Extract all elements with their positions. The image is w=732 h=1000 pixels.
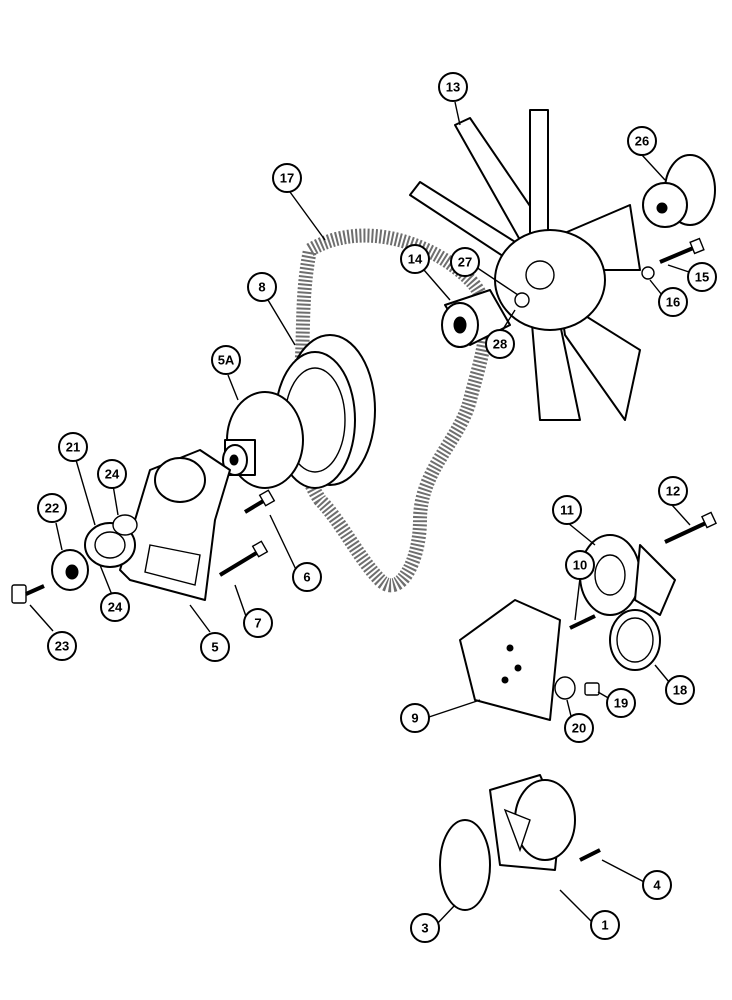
callout-7: 7 bbox=[243, 608, 273, 638]
svg-text:13: 13 bbox=[446, 80, 460, 95]
callout-20: 20 bbox=[564, 713, 594, 743]
svg-text:9: 9 bbox=[411, 711, 418, 726]
svg-text:28: 28 bbox=[493, 337, 507, 352]
svg-text:12: 12 bbox=[666, 484, 680, 499]
svg-text:24: 24 bbox=[108, 600, 123, 615]
callout-5a: 5A bbox=[211, 345, 241, 375]
callout-1: 1 bbox=[590, 910, 620, 940]
fan-belt bbox=[289, 228, 493, 593]
callout-19: 19 bbox=[606, 688, 636, 718]
callout-9: 9 bbox=[400, 703, 430, 733]
callout-24-lower: 24 bbox=[100, 592, 130, 622]
callout-8: 8 bbox=[247, 272, 277, 302]
svg-text:17: 17 bbox=[280, 171, 294, 186]
idler-pulley-parts bbox=[11, 514, 138, 604]
svg-text:21: 21 bbox=[66, 440, 80, 455]
svg-text:23: 23 bbox=[55, 639, 69, 654]
pulley-hub bbox=[222, 391, 304, 489]
callout-18: 18 bbox=[665, 675, 695, 705]
callout-5: 5 bbox=[200, 632, 230, 662]
svg-text:15: 15 bbox=[695, 270, 709, 285]
callout-17: 17 bbox=[272, 163, 302, 193]
callout-27: 27 bbox=[450, 247, 480, 277]
svg-text:27: 27 bbox=[458, 255, 472, 270]
callout-4: 4 bbox=[642, 870, 672, 900]
callout-15: 15 bbox=[687, 262, 717, 292]
callout-10: 10 bbox=[565, 550, 595, 580]
tensioner-mounting-plate bbox=[459, 599, 561, 721]
svg-text:14: 14 bbox=[408, 252, 423, 267]
svg-text:4: 4 bbox=[653, 878, 661, 893]
callout-26: 26 bbox=[627, 126, 657, 156]
leader-lines bbox=[29, 101, 691, 926]
callout-22: 22 bbox=[37, 493, 67, 523]
callout-12: 12 bbox=[658, 476, 688, 506]
svg-text:19: 19 bbox=[614, 696, 628, 711]
callout-6: 6 bbox=[292, 562, 322, 592]
callout-24-upper: 24 bbox=[97, 459, 127, 489]
callout-3: 3 bbox=[410, 913, 440, 943]
svg-text:16: 16 bbox=[666, 295, 680, 310]
callout-16: 16 bbox=[658, 287, 688, 317]
svg-text:5A: 5A bbox=[218, 353, 235, 368]
svg-text:26: 26 bbox=[635, 134, 649, 149]
svg-text:3: 3 bbox=[421, 921, 428, 936]
callout-14: 14 bbox=[400, 244, 430, 274]
callout-28: 28 bbox=[485, 329, 515, 359]
svg-text:22: 22 bbox=[45, 501, 59, 516]
svg-text:7: 7 bbox=[254, 616, 261, 631]
belt-tensioner bbox=[579, 511, 717, 616]
idler-pulley bbox=[609, 609, 661, 671]
svg-text:11: 11 bbox=[560, 503, 574, 518]
o-ring bbox=[439, 819, 491, 911]
fan-bolt bbox=[641, 237, 705, 280]
bracket-bolts bbox=[218, 489, 276, 577]
small-bolts bbox=[554, 614, 600, 700]
water-pump bbox=[489, 774, 601, 871]
callout-23: 23 bbox=[47, 631, 77, 661]
callout-21: 21 bbox=[58, 432, 88, 462]
callout-11: 11 bbox=[552, 495, 582, 525]
svg-text:1: 1 bbox=[601, 918, 608, 933]
callout-13: 13 bbox=[438, 72, 468, 102]
svg-text:10: 10 bbox=[573, 558, 587, 573]
fan-pulley bbox=[642, 154, 716, 228]
svg-text:6: 6 bbox=[303, 570, 310, 585]
svg-text:5: 5 bbox=[211, 640, 218, 655]
idler-bracket bbox=[119, 449, 231, 601]
svg-text:8: 8 bbox=[258, 280, 265, 295]
svg-text:24: 24 bbox=[105, 467, 120, 482]
svg-text:18: 18 bbox=[673, 683, 687, 698]
svg-text:20: 20 bbox=[572, 721, 586, 736]
